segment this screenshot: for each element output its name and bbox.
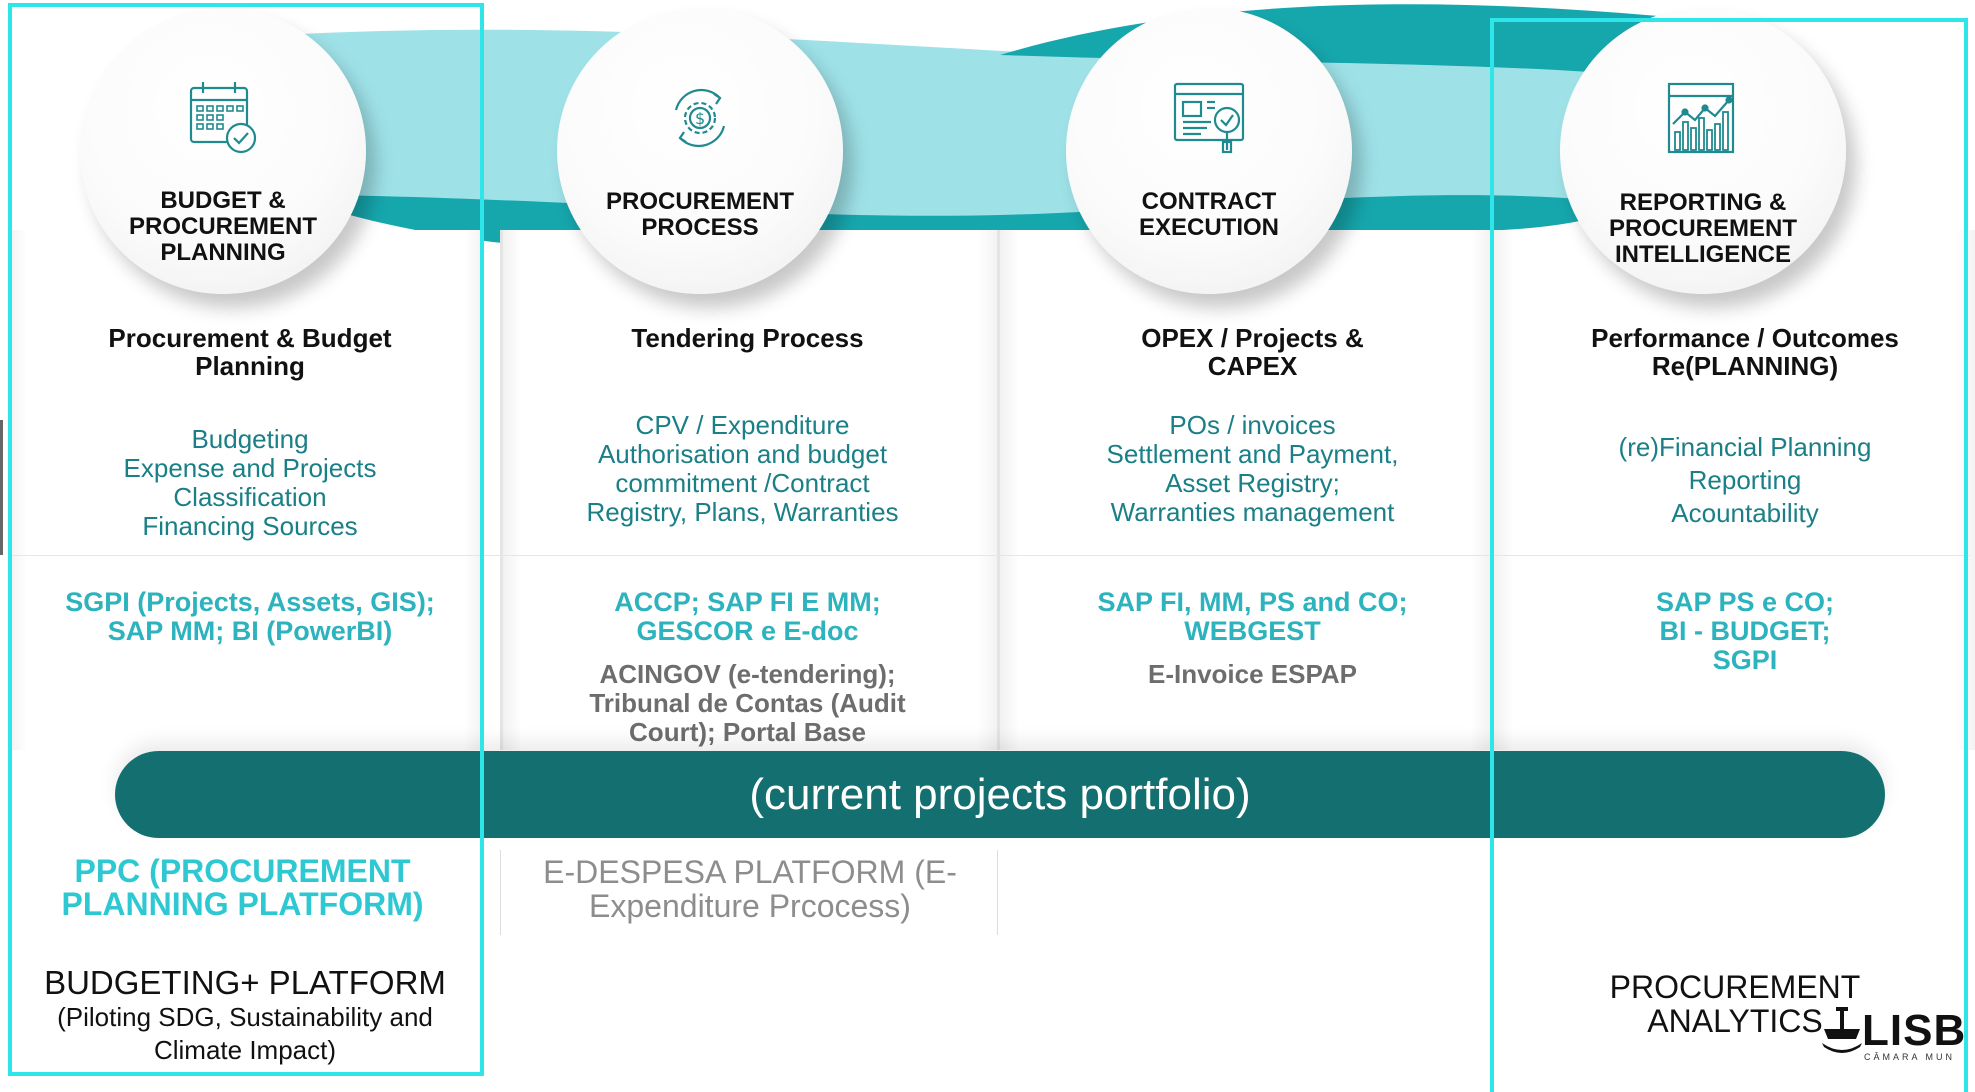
column-bg-1 (8, 230, 483, 750)
contract-search-icon (1173, 82, 1245, 154)
stage-systems: SAP PS e CO; BI - BUDGET; SGPI (1655, 587, 1835, 675)
bar-chart-trend-icon (1667, 82, 1735, 154)
stage-heading: Procurement & Budget Planning (108, 323, 392, 381)
projects-portfolio-banner: (current projects portfolio) (115, 751, 1885, 838)
stage-circle-reporting-intelligence: REPORTING & PROCUREMENT INTELLIGENCE (1560, 8, 1846, 294)
stage-title: REPORTING & PROCUREMENT INTELLIGENCE (1608, 189, 1797, 268)
left-edge-marker (0, 420, 3, 555)
platform-divider (997, 850, 998, 935)
column-bg-2 (502, 230, 997, 750)
highlight-frame-left (8, 3, 484, 1076)
column-separator (500, 230, 503, 750)
stage-heading: Tendering Process (631, 323, 864, 353)
logo-subtitle: CÂMARA MUN (1864, 1052, 1956, 1062)
stage-description: POs / invoices Settlement and Payment, A… (1106, 410, 1399, 527)
platform-divider (500, 850, 501, 935)
ppc-platform-label: PPC (PROCUREMENT PLANNING PLATFORM) (61, 853, 424, 922)
procurement-analytics-label: PROCUREMENT ANALYTICS (1609, 969, 1861, 1039)
calendar-check-icon (189, 82, 257, 154)
stage-systems: SAP FI, MM, PS and CO; WEBGEST (1097, 587, 1408, 646)
highlight-frame-right (1490, 18, 1968, 1092)
banner-label: (current projects portfolio) (749, 770, 1251, 819)
svg-text:$: $ (695, 109, 705, 128)
stage-description: CPV / Expenditure Authorisation and budg… (586, 410, 899, 527)
column-separator (997, 230, 1000, 750)
stage-title: BUDGET & PROCUREMENT PLANNING (128, 187, 317, 266)
column-bg-4 (1494, 230, 1975, 750)
budgeting-platform: BUDGETING+ PLATFORM (Piloting SDG, Susta… (35, 965, 455, 1067)
lisboa-logo-icon (1822, 1007, 1862, 1053)
stage-circle-contract-execution: CONTRACT EXECUTION (1066, 8, 1352, 294)
column-bg-3 (1000, 230, 1490, 750)
budgeting-platform-subtitle: (Piloting SDG, Sustainability and Climat… (57, 1002, 433, 1065)
stage-description: Budgeting Expense and Projects Classific… (123, 424, 377, 541)
gear-dollar-cycle-icon: $ (674, 88, 726, 148)
stage-circle-budget-planning: BUDGET & PROCUREMENT PLANNING (80, 8, 366, 294)
budgeting-platform-title: BUDGETING+ PLATFORM (44, 964, 446, 1001)
stage-heading: Performance / Outcomes Re(PLANNING) (1591, 323, 1899, 381)
stage-systems-secondary: ACINGOV (e-tendering); Tribunal de Conta… (589, 659, 906, 747)
stage-circle-procurement-process: $ PROCUREMENT PROCESS (557, 8, 843, 294)
stage-heading: OPEX / Projects & CAPEX (1141, 323, 1364, 381)
stage-title: CONTRACT EXECUTION (1138, 188, 1279, 241)
row-divider (10, 555, 1970, 556)
edespesa-platform-label: E-DESPESA PLATFORM (E- Expenditure Prcoc… (543, 854, 957, 924)
stage-title: PROCUREMENT PROCESS (605, 188, 794, 241)
stage-systems-secondary: E-Invoice ESPAP (1147, 659, 1358, 689)
stage-description: (re)Financial Planning Reporting Acounta… (1618, 432, 1872, 528)
stage-systems: ACCP; SAP FI E MM; GESCOR e E-doc (614, 587, 881, 646)
stage-systems: SGPI (Projects, Assets, GIS); SAP MM; BI… (65, 587, 435, 646)
logo-wordmark: LISB (1862, 1006, 1967, 1055)
